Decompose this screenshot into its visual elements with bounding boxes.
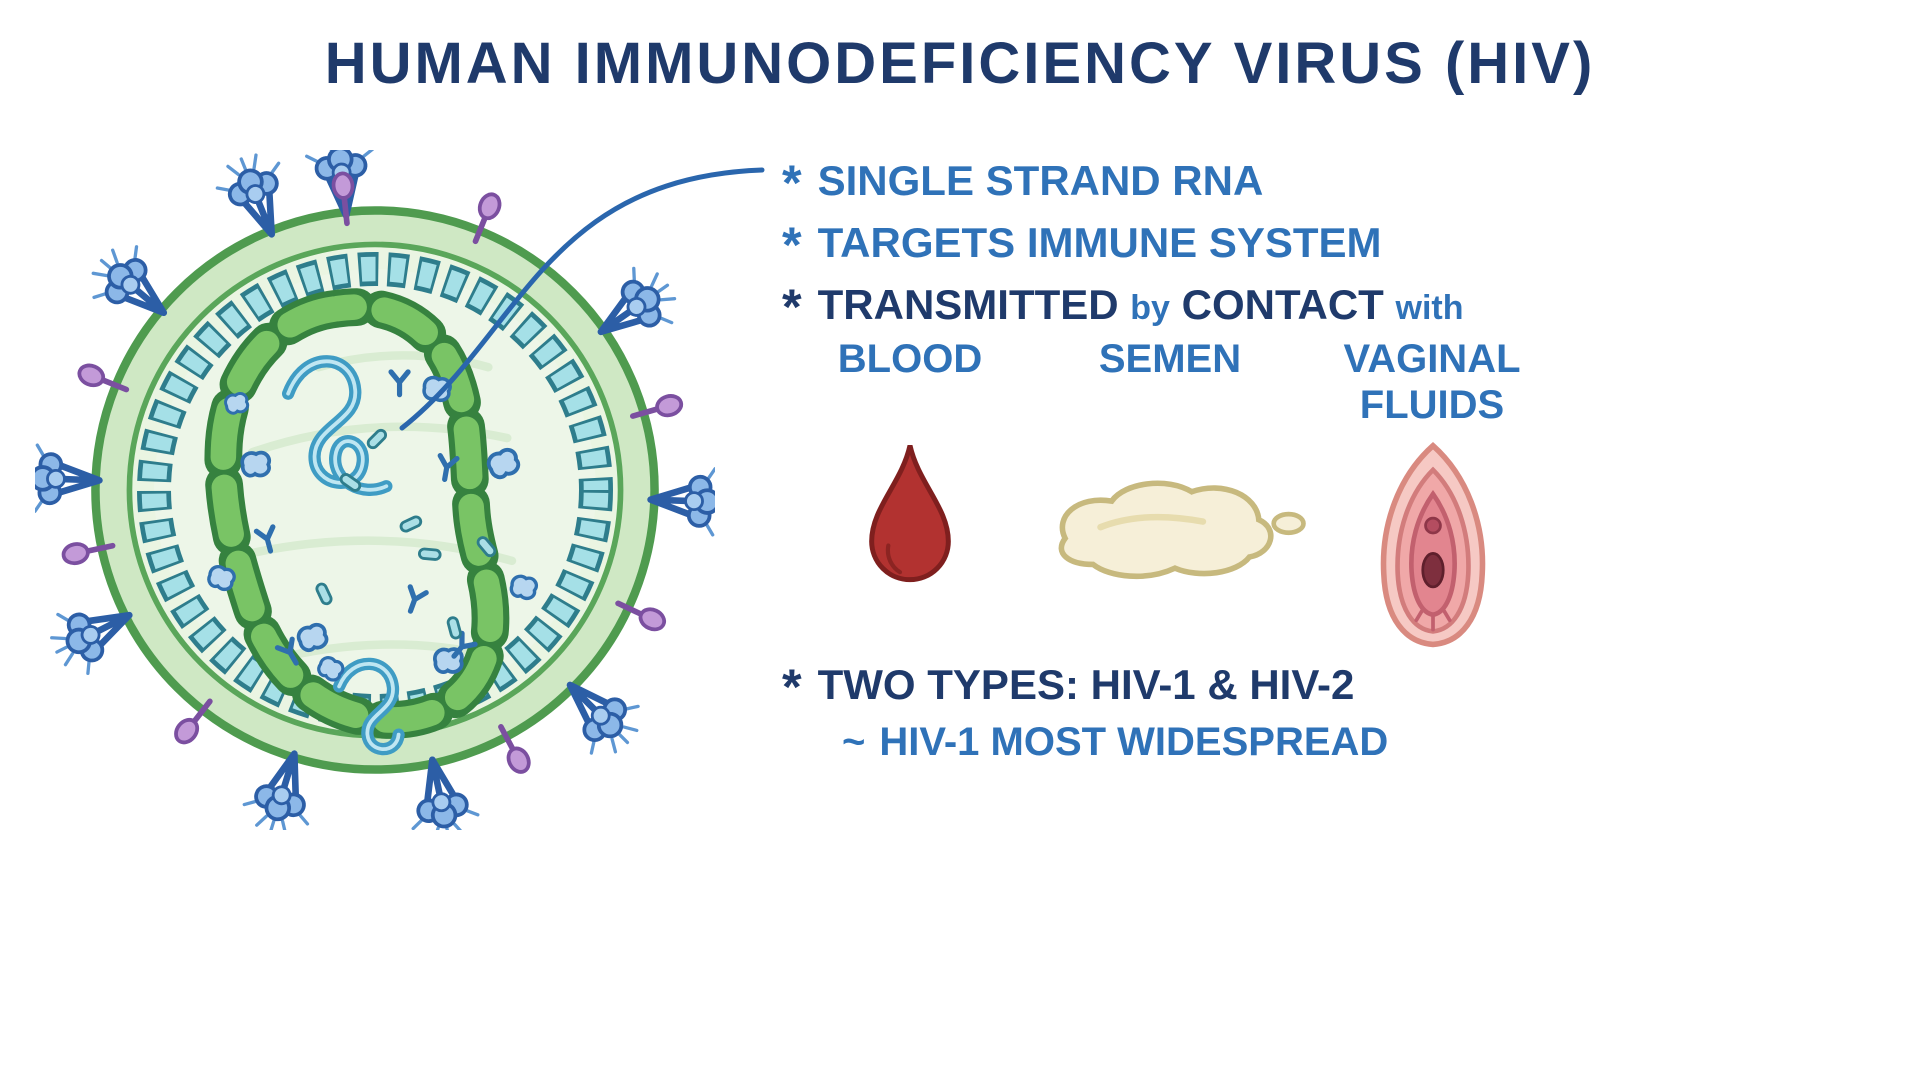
bullet-targets-label: TARGETS IMMUNE SYSTEM [817, 219, 1382, 266]
asterisk-bullet-icon: * [782, 216, 802, 273]
label-blood: BLOOD [837, 337, 983, 381]
asterisk-bullet-icon: * [782, 278, 802, 335]
vulva-icon [1368, 430, 1498, 667]
asterisk-bullet-icon: * [782, 658, 802, 715]
contact-label: CONTACT [1181, 281, 1384, 328]
transmitted-label: TRANSMITTED [817, 281, 1119, 328]
bullet-single-strand-rna: * SINGLE STRAND RNA [782, 148, 1264, 211]
label-semen: SEMEN [1098, 337, 1242, 381]
by-label: by [1130, 289, 1170, 327]
bullet-two-types: * TWO TYPES: HIV-1 & HIV-2 [782, 652, 1355, 715]
rna-strands [281, 355, 405, 756]
sub-bullet-widespread: ~ HIV-1 MOST WIDESPREAD [842, 720, 1388, 765]
tilde-bullet-icon: ~ [842, 720, 866, 764]
blood-drop-icon [860, 428, 960, 618]
bullet-transmitted-by-contact: * TRANSMITTED by CONTACT with [782, 272, 1464, 335]
asterisk-bullet-icon: * [782, 154, 802, 211]
page-title: HUMAN IMMUNODEFICIENCY VIRUS (HIV) [324, 31, 1596, 96]
semen-fluid-icon [1035, 462, 1315, 602]
label-vaginal-fluids: VAGINAL FLUIDS [1343, 337, 1521, 427]
bullet-single-strand-rna-label: SINGLE STRAND RNA [817, 157, 1264, 204]
two-types-label: TWO TYPES: HIV-1 & HIV-2 [817, 661, 1355, 708]
with-label: with [1395, 289, 1464, 327]
widespread-label: HIV-1 MOST WIDESPREAD [879, 720, 1389, 764]
bullet-targets-immune-system: * TARGETS IMMUNE SYSTEM [782, 210, 1382, 273]
hiv-virion-illustration [35, 150, 715, 830]
